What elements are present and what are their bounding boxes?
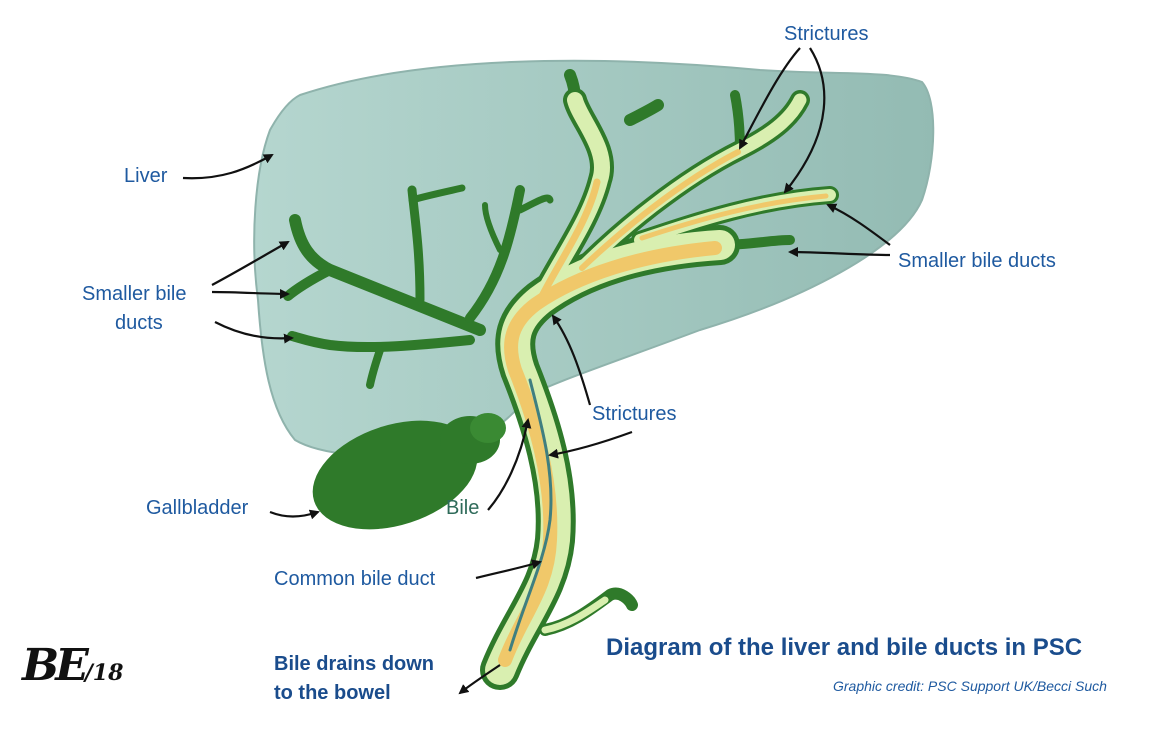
label-smaller-bile-ducts-right: Smaller bile ducts	[898, 250, 1056, 272]
main-bile-duct	[480, 69, 839, 690]
label-liver: Liver	[124, 165, 168, 187]
label-bile: Bile	[446, 497, 480, 519]
label-drain-line1: Bile drains down	[274, 653, 435, 675]
diagram-title: Diagram of the liver and bile ducts in P…	[606, 634, 1083, 661]
annotation-arrows	[182, 47, 891, 695]
label-drain-line2: to the bowel	[274, 682, 391, 704]
label-strictures-mid: Strictures	[592, 403, 677, 425]
gallbladder-shape	[312, 413, 506, 530]
left-bile-ducts	[283, 184, 554, 389]
label-smaller-bile-ducts-left-2: ducts	[115, 312, 163, 334]
label-common-bile-duct: Common bile duct	[274, 568, 436, 590]
graphic-credit: Graphic credit: PSC Support UK/Becci Suc…	[833, 678, 1107, 694]
label-smaller-bile-ducts-left-1: Smaller bile	[82, 283, 187, 305]
label-strictures-top: Strictures	[784, 23, 869, 45]
artist-signature: BE/18	[22, 640, 124, 691]
label-gallbladder: Gallbladder	[146, 497, 249, 519]
